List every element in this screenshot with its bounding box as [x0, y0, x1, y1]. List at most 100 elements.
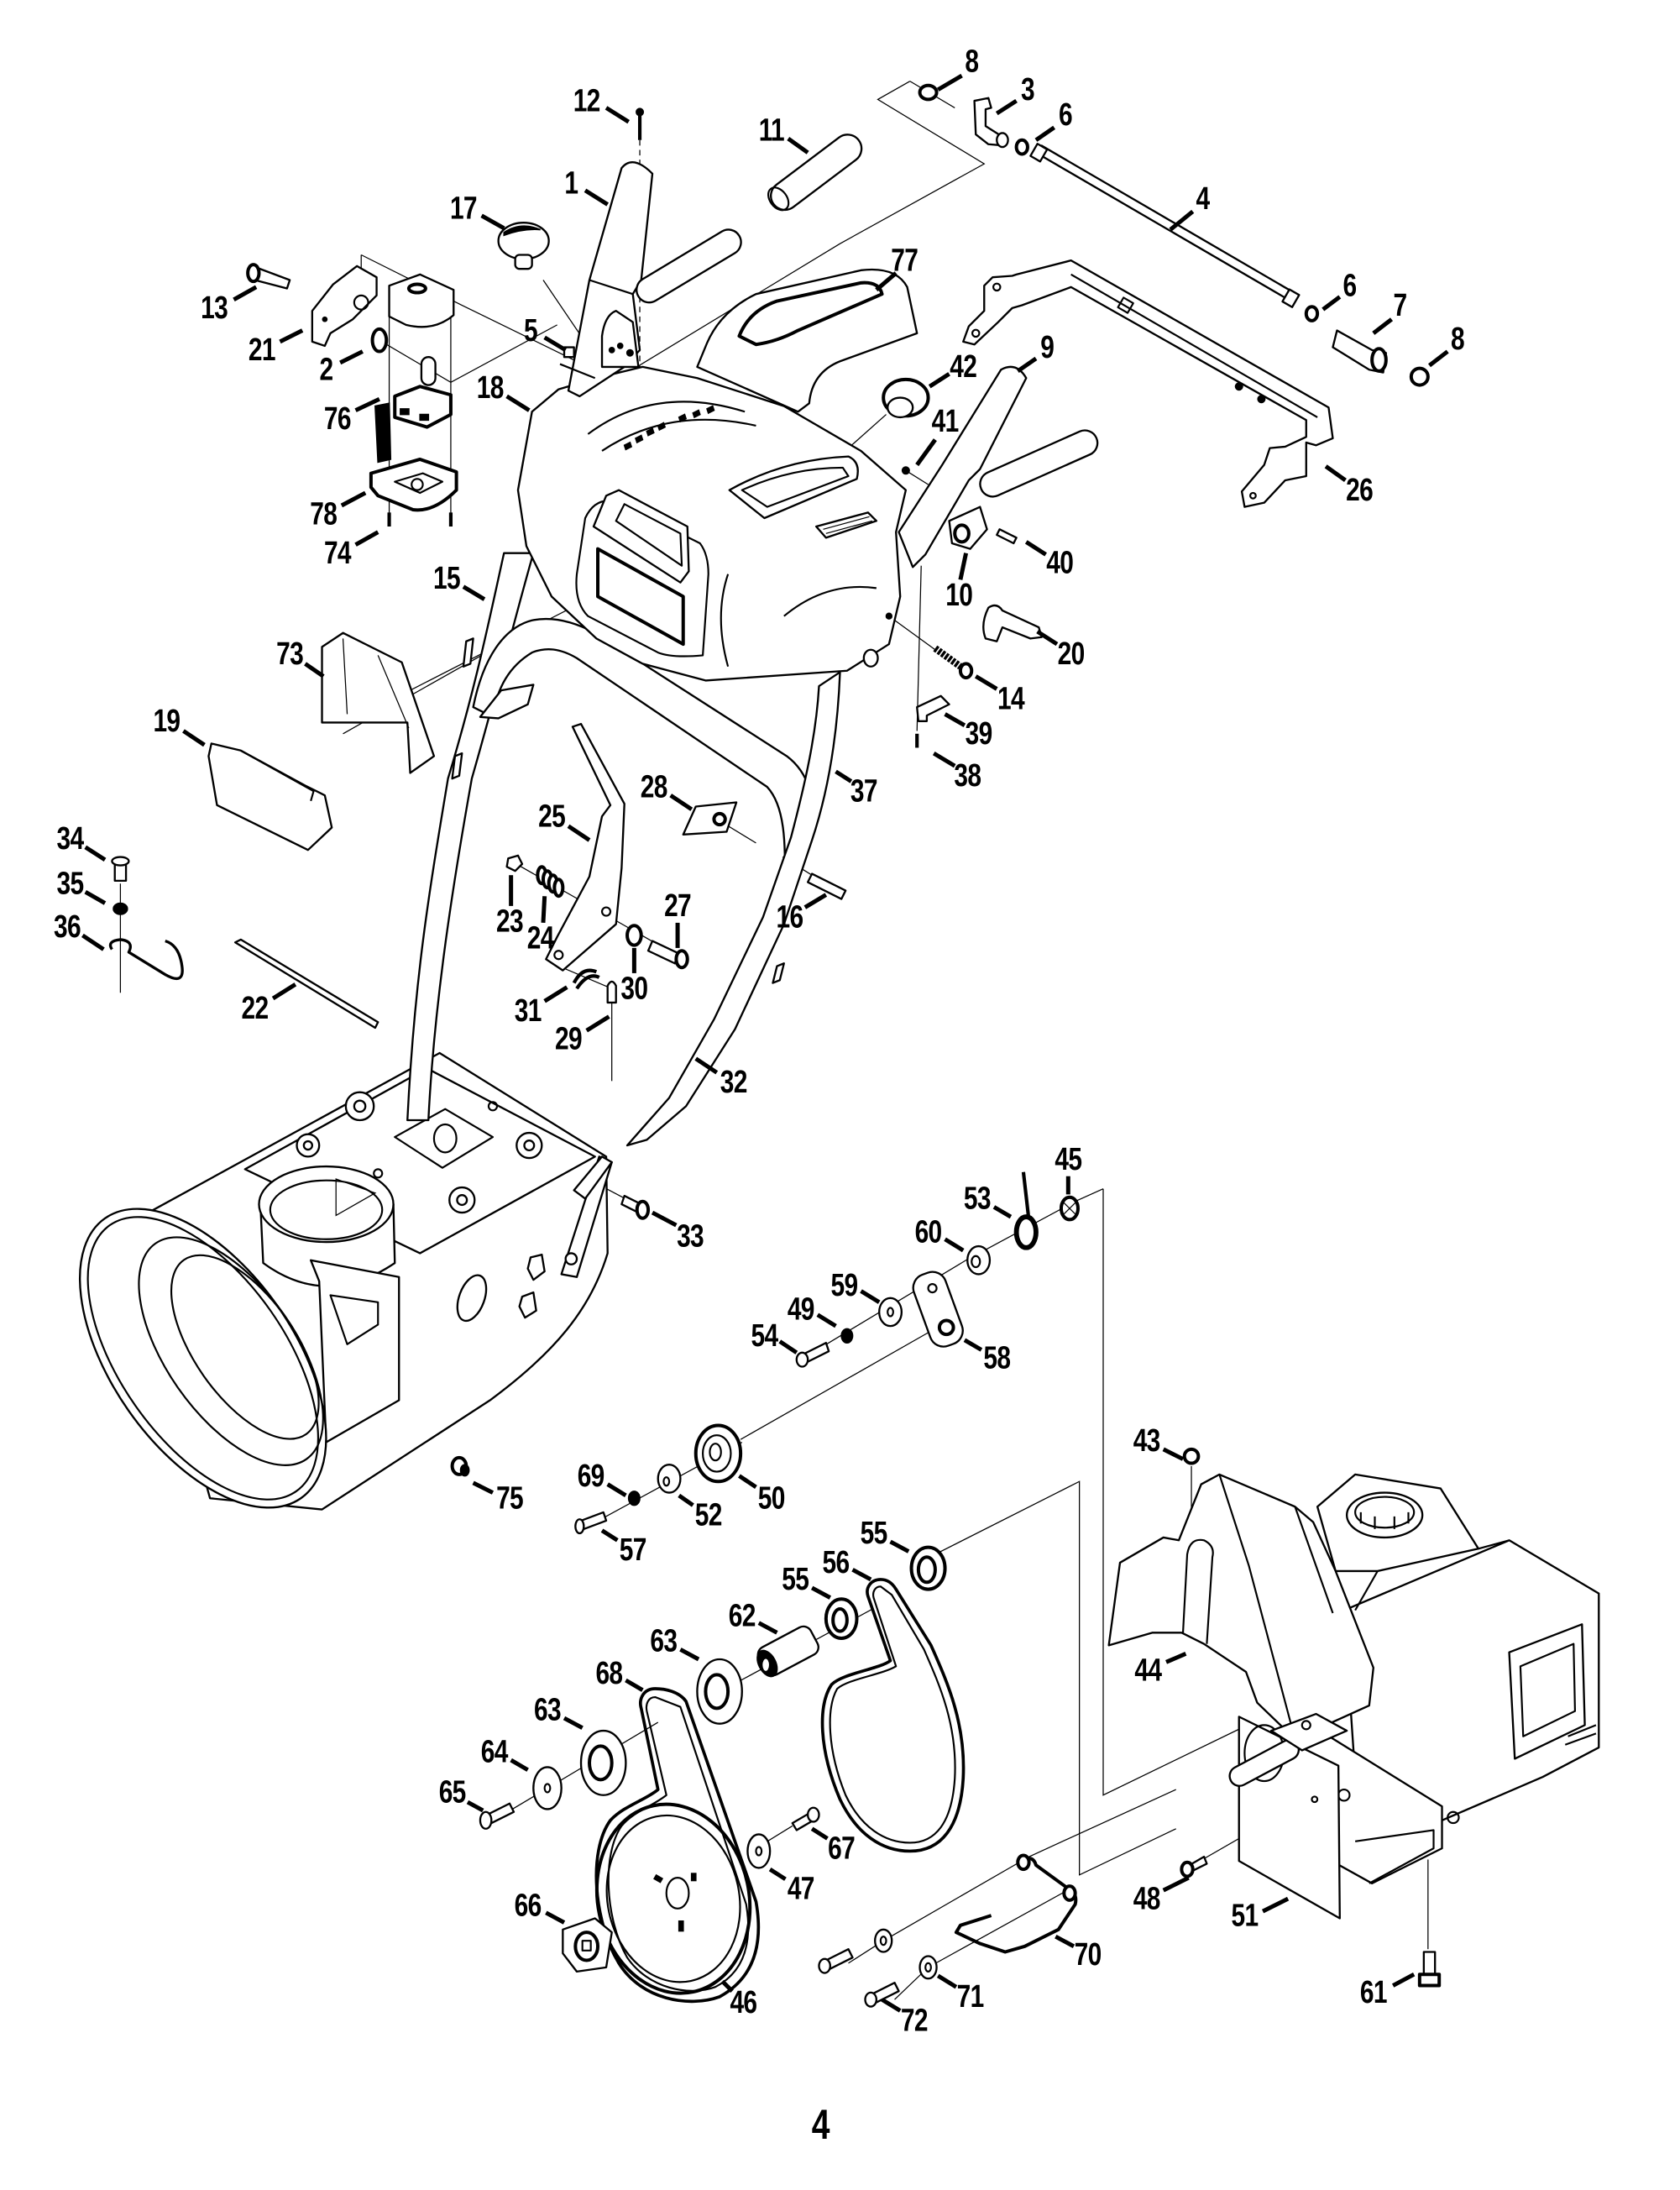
- spacer-60: [966, 1244, 992, 1276]
- leader-line: [606, 1482, 627, 1498]
- part-number: 8: [965, 44, 979, 79]
- auger-pulley-46: [594, 1802, 752, 1995]
- part-number: 50: [758, 1480, 785, 1516]
- part-number: 14: [997, 681, 1025, 716]
- part-number: 54: [751, 1318, 779, 1354]
- bolt-72: [864, 1982, 900, 2008]
- callout: 2: [320, 349, 364, 387]
- callout: 22: [242, 982, 297, 1026]
- bolt-16: [806, 872, 847, 900]
- callout: 69: [578, 1458, 627, 1498]
- clip-31: [572, 968, 600, 990]
- callout: 55: [861, 1516, 910, 1553]
- callout: 1: [564, 165, 610, 207]
- switch-box-78: [369, 457, 458, 512]
- leader-line: [604, 106, 631, 124]
- leader-line: [1016, 356, 1038, 373]
- part-number: 71: [957, 1979, 985, 2014]
- bracket-21: [311, 265, 378, 348]
- part-number: 26: [1346, 472, 1373, 507]
- panel-lower-window: [596, 547, 685, 647]
- lever-25: [545, 722, 625, 972]
- part-number: 27: [664, 888, 691, 924]
- part-number: 76: [324, 401, 351, 436]
- bolt-61: [1417, 1951, 1442, 1988]
- callout: 52: [678, 1493, 722, 1532]
- leader-line: [1261, 1896, 1290, 1914]
- callout: 61: [1360, 1972, 1416, 2010]
- part-number: 33: [677, 1218, 704, 1254]
- hub-66: [562, 1917, 613, 1973]
- shift-knob-17: [497, 221, 550, 270]
- leader-line: [835, 769, 853, 783]
- leader-line: [720, 1979, 734, 1993]
- collar-6b: [1304, 305, 1320, 322]
- callout: 19: [153, 704, 206, 747]
- bolt-33: [620, 1194, 651, 1220]
- switch-housing: [388, 273, 455, 328]
- bolt-67: [791, 1806, 820, 1831]
- leader-line: [974, 674, 998, 691]
- callout: 38: [932, 751, 981, 794]
- leader-line: [505, 394, 531, 412]
- callout: 23: [496, 875, 524, 939]
- part-number: 61: [1360, 1975, 1388, 2010]
- leader-line: [81, 933, 105, 951]
- callout: 72: [881, 1998, 929, 2038]
- right-handle-tube: [625, 671, 841, 1147]
- callout: 67: [810, 1826, 856, 1866]
- part-number: 29: [555, 1021, 582, 1056]
- callout: 30: [620, 947, 648, 1006]
- chute-base-ring: [258, 1165, 396, 1287]
- callout: 8: [1427, 321, 1465, 368]
- part-number: 28: [641, 769, 668, 804]
- screw-43: [1182, 1447, 1201, 1465]
- part-number: 63: [650, 1623, 677, 1658]
- leader-line: [1024, 540, 1047, 557]
- leader-line: [678, 1493, 694, 1507]
- washer-64: [532, 1766, 563, 1810]
- part-number: 56: [823, 1545, 850, 1580]
- nut-8b: [1409, 366, 1430, 387]
- washer-47: [746, 1833, 772, 1869]
- leader-line: [480, 213, 505, 230]
- callout: 49: [788, 1291, 837, 1328]
- callout: 47: [768, 1868, 814, 1907]
- switch-cable: [374, 402, 392, 464]
- callout: 27: [664, 888, 692, 948]
- callout: 15: [433, 561, 486, 601]
- leader-line: [625, 1678, 644, 1692]
- part-number: 57: [620, 1532, 646, 1568]
- part-number: 69: [578, 1458, 604, 1493]
- part-number: 37: [850, 773, 877, 809]
- handle-grip-11: [767, 134, 863, 212]
- idler-pulley-50: [693, 1423, 743, 1484]
- callout: 62: [729, 1598, 778, 1635]
- callout: 6: [1321, 268, 1357, 312]
- leader-line: [545, 1910, 566, 1925]
- leader-line: [768, 1868, 787, 1881]
- part-number: 13: [201, 291, 228, 326]
- part-number: 23: [496, 904, 523, 939]
- rod-22: [233, 938, 379, 1030]
- leader-line: [757, 1621, 778, 1635]
- part-number: 74: [324, 535, 352, 570]
- part-number: 32: [720, 1065, 747, 1100]
- leader-line: [1169, 209, 1195, 232]
- callout: 26: [1324, 464, 1374, 508]
- callout: 31: [515, 985, 568, 1029]
- leader-line: [1372, 317, 1394, 335]
- knob-42: [882, 377, 930, 419]
- bracket-39: [916, 694, 950, 722]
- engine: [1107, 1447, 1600, 1988]
- callout: 44: [1134, 1652, 1187, 1689]
- washer-30: [625, 924, 643, 947]
- callout: 34: [56, 821, 107, 862]
- part-number: 11: [759, 113, 785, 148]
- cover-19: [207, 742, 333, 851]
- callout: 12: [573, 83, 631, 124]
- callout: 42: [928, 349, 977, 389]
- callout: 70: [1055, 1934, 1102, 1973]
- part-number: 21: [249, 333, 276, 368]
